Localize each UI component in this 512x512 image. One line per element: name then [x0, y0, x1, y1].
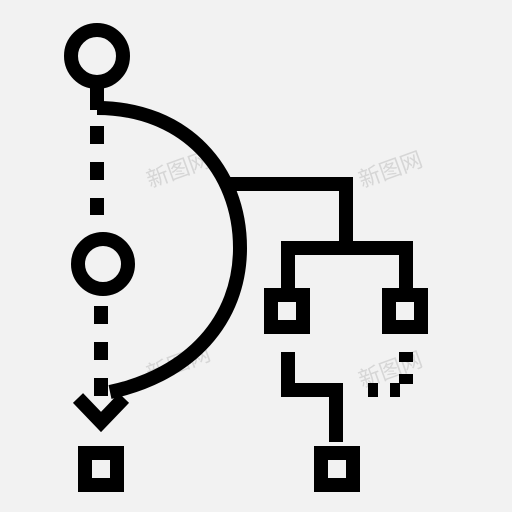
zigzag-connector-line [281, 352, 343, 442]
tree-node-square-left [264, 288, 310, 334]
end-node-square-right [314, 446, 360, 492]
start-node-circle [64, 23, 130, 89]
middle-node-circle [71, 232, 135, 296]
curved-flow-arc [96, 101, 248, 399]
svg-text:新图网: 新图网 [356, 148, 427, 194]
tree-node-square-right [382, 288, 428, 334]
arrowhead-icon [72, 393, 130, 433]
end-node-square-left [78, 446, 124, 492]
split-connector-line [281, 241, 413, 296]
branch-connector-line [230, 177, 353, 248]
